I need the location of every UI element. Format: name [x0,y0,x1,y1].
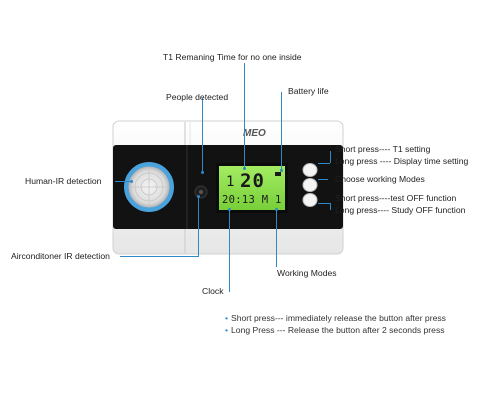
note-short-press: •Short press--- immediately release the … [225,313,446,323]
bullet: • [225,313,229,323]
label-button2-modes: Choose working Modes [335,174,425,184]
label-clock: Clock [202,286,224,296]
label-people-detected: People detected [166,92,229,102]
lcd-battery-icon [275,172,281,176]
lcd-clock-and-mode: 20:13 M 1 [222,194,282,206]
label-working-modes: Working Modes [277,268,337,278]
label-human-ir-detection: Human-IR detection [25,176,102,186]
button-2 [302,178,318,192]
label-t1-remaining-time: T1 Remaning Time for no one inside [163,52,302,62]
label-button1-short: Short press---- T1 setting [335,144,431,154]
brand-logo: MEO [243,128,266,139]
label-aircon-ir-detection: Airconditoner IR detection [11,251,110,261]
label-battery-life: Battery life [288,86,329,96]
bullet: • [225,325,229,335]
note-long-press-text: Long Press --- Release the button after … [231,325,445,335]
lcd-main-reading: 20 [240,170,265,192]
note-long-press: •Long Press --- Release the button after… [225,325,445,335]
label-button3-short: Short press----test OFF function [335,193,457,203]
button-1 [302,163,318,177]
lcd-top-left-digit: 1 [226,174,235,190]
lcd-screen [219,166,285,210]
label-button1-long: Long press ---- Display time setting [335,156,469,166]
label-button3-long: Long press---- Study OFF function [335,205,466,215]
button-3 [302,193,318,207]
note-short-press-text: Short press--- immediately release the b… [231,313,446,323]
